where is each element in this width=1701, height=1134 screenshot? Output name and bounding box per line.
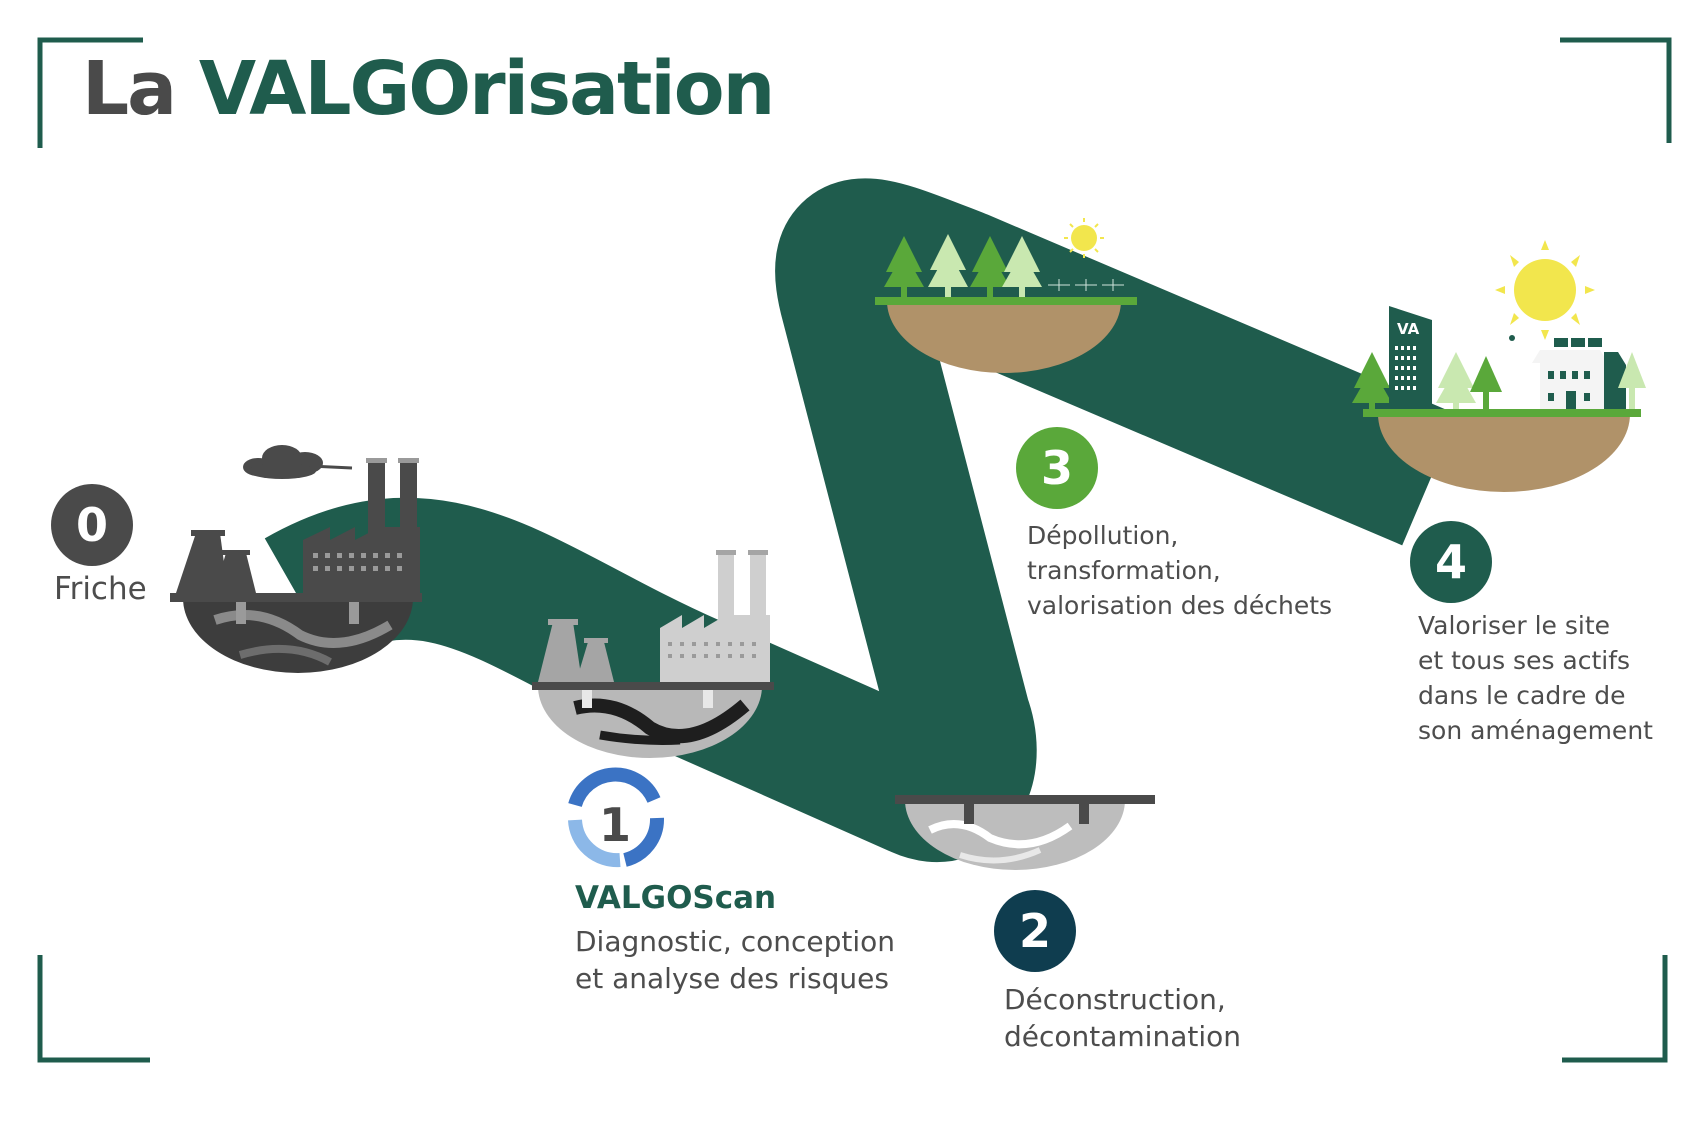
house-icon: [1532, 350, 1626, 409]
step-3-badge: 3: [1016, 427, 1098, 509]
sun-icon: [1064, 218, 1104, 258]
smoke-cloud-icon: [243, 445, 353, 479]
step-4-label: Valoriser le site et tous ses actifs dan…: [1418, 611, 1653, 745]
deconstruction-island-bowl: [905, 800, 1125, 870]
frame-corner-top-left: [37, 37, 143, 148]
frame-corner-bottom-left: [37, 955, 150, 1063]
tree-icon: [1352, 352, 1392, 409]
tree-icon: [884, 236, 924, 297]
wind-turbine-icon: [1493, 317, 1531, 409]
step-4-badge: 4: [1410, 521, 1492, 603]
valgoscan-logo-number: 1: [599, 798, 631, 852]
step-2-label: Déconstruction, décontamination: [1004, 983, 1242, 1053]
solar-panel-icon: [1554, 338, 1602, 347]
depollution-island: [875, 218, 1137, 373]
valgorisation-path: [264, 178, 1458, 862]
tree-icon: [1470, 356, 1502, 409]
tree-icon: [1002, 236, 1042, 297]
depollution-island-bowl: [887, 301, 1121, 373]
tree-icon: [970, 236, 1010, 297]
step-2-badge: 2: [994, 890, 1076, 972]
frame-corner-bottom-right: [1562, 955, 1668, 1063]
sun-icon: [1495, 240, 1595, 340]
valorisation-island: VA: [1352, 240, 1646, 492]
frame-corners: [37, 37, 1672, 1063]
scan-island: [532, 550, 774, 758]
step-0-label: Friche: [54, 571, 147, 607]
tree-icon: [928, 234, 968, 297]
valgoscan-logo-icon: 1: [568, 767, 664, 868]
step-0-badge: 0: [51, 484, 133, 566]
friche-island: [170, 445, 422, 673]
step-1-title: VALGOScan: [575, 880, 777, 916]
building-logo-text: VA: [1397, 320, 1420, 338]
page-title: La VALGOrisation: [82, 52, 775, 126]
tree-icon: [1618, 352, 1646, 409]
title-part-1: La: [82, 46, 199, 132]
title-part-2: VALGOrisation: [198, 46, 775, 132]
valorisation-island-bowl: [1378, 414, 1630, 492]
deconstruction-island: [895, 795, 1155, 870]
office-tower-icon: VA: [1389, 306, 1432, 409]
step-3-label: Dépollution, transformation, valorisatio…: [1027, 521, 1333, 620]
frame-corner-top-right: [1560, 37, 1672, 143]
step-1-label: Diagnostic, conception et analyse des ri…: [575, 925, 895, 995]
tree-icon: [1436, 352, 1476, 409]
